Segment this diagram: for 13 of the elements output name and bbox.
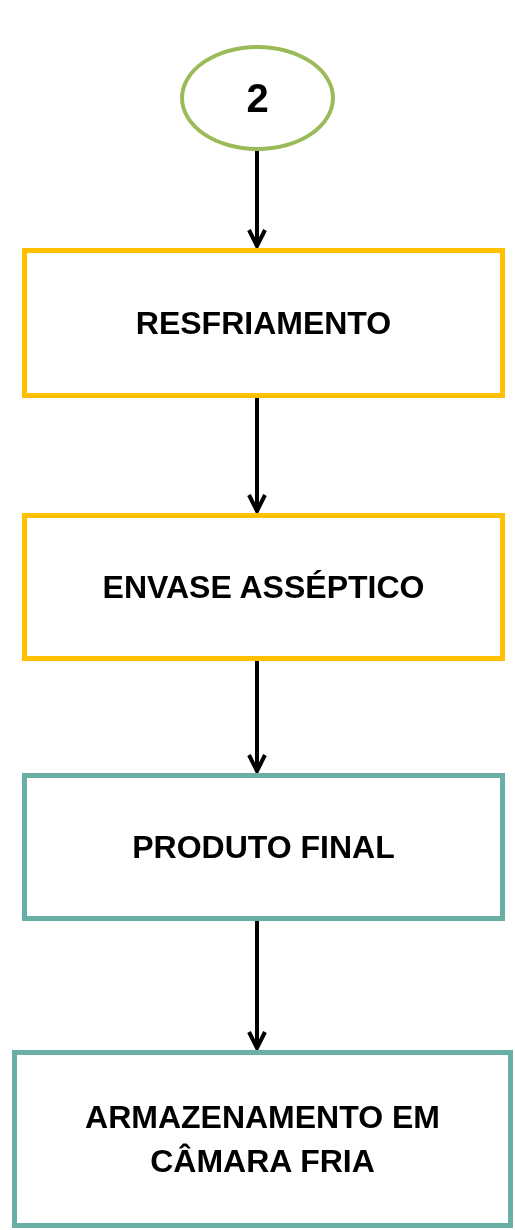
node-label: RESFRIAMENTO (135, 304, 392, 343)
arrow (247, 921, 267, 1050)
process-box (22, 248, 505, 398)
arrow (247, 151, 267, 248)
node-label: ARMAZENAMENTO EM CÂMARA FRIA (84, 1098, 441, 1181)
process-box (12, 1050, 513, 1228)
node-label: ENVASE ASSÉPTICO (102, 568, 425, 607)
process-box (22, 513, 505, 661)
arrow (247, 398, 267, 513)
arrow (247, 661, 267, 773)
process-box (22, 773, 505, 921)
node-label: PRODUTO FINAL (132, 828, 395, 867)
node-label: 2 (246, 75, 269, 122)
